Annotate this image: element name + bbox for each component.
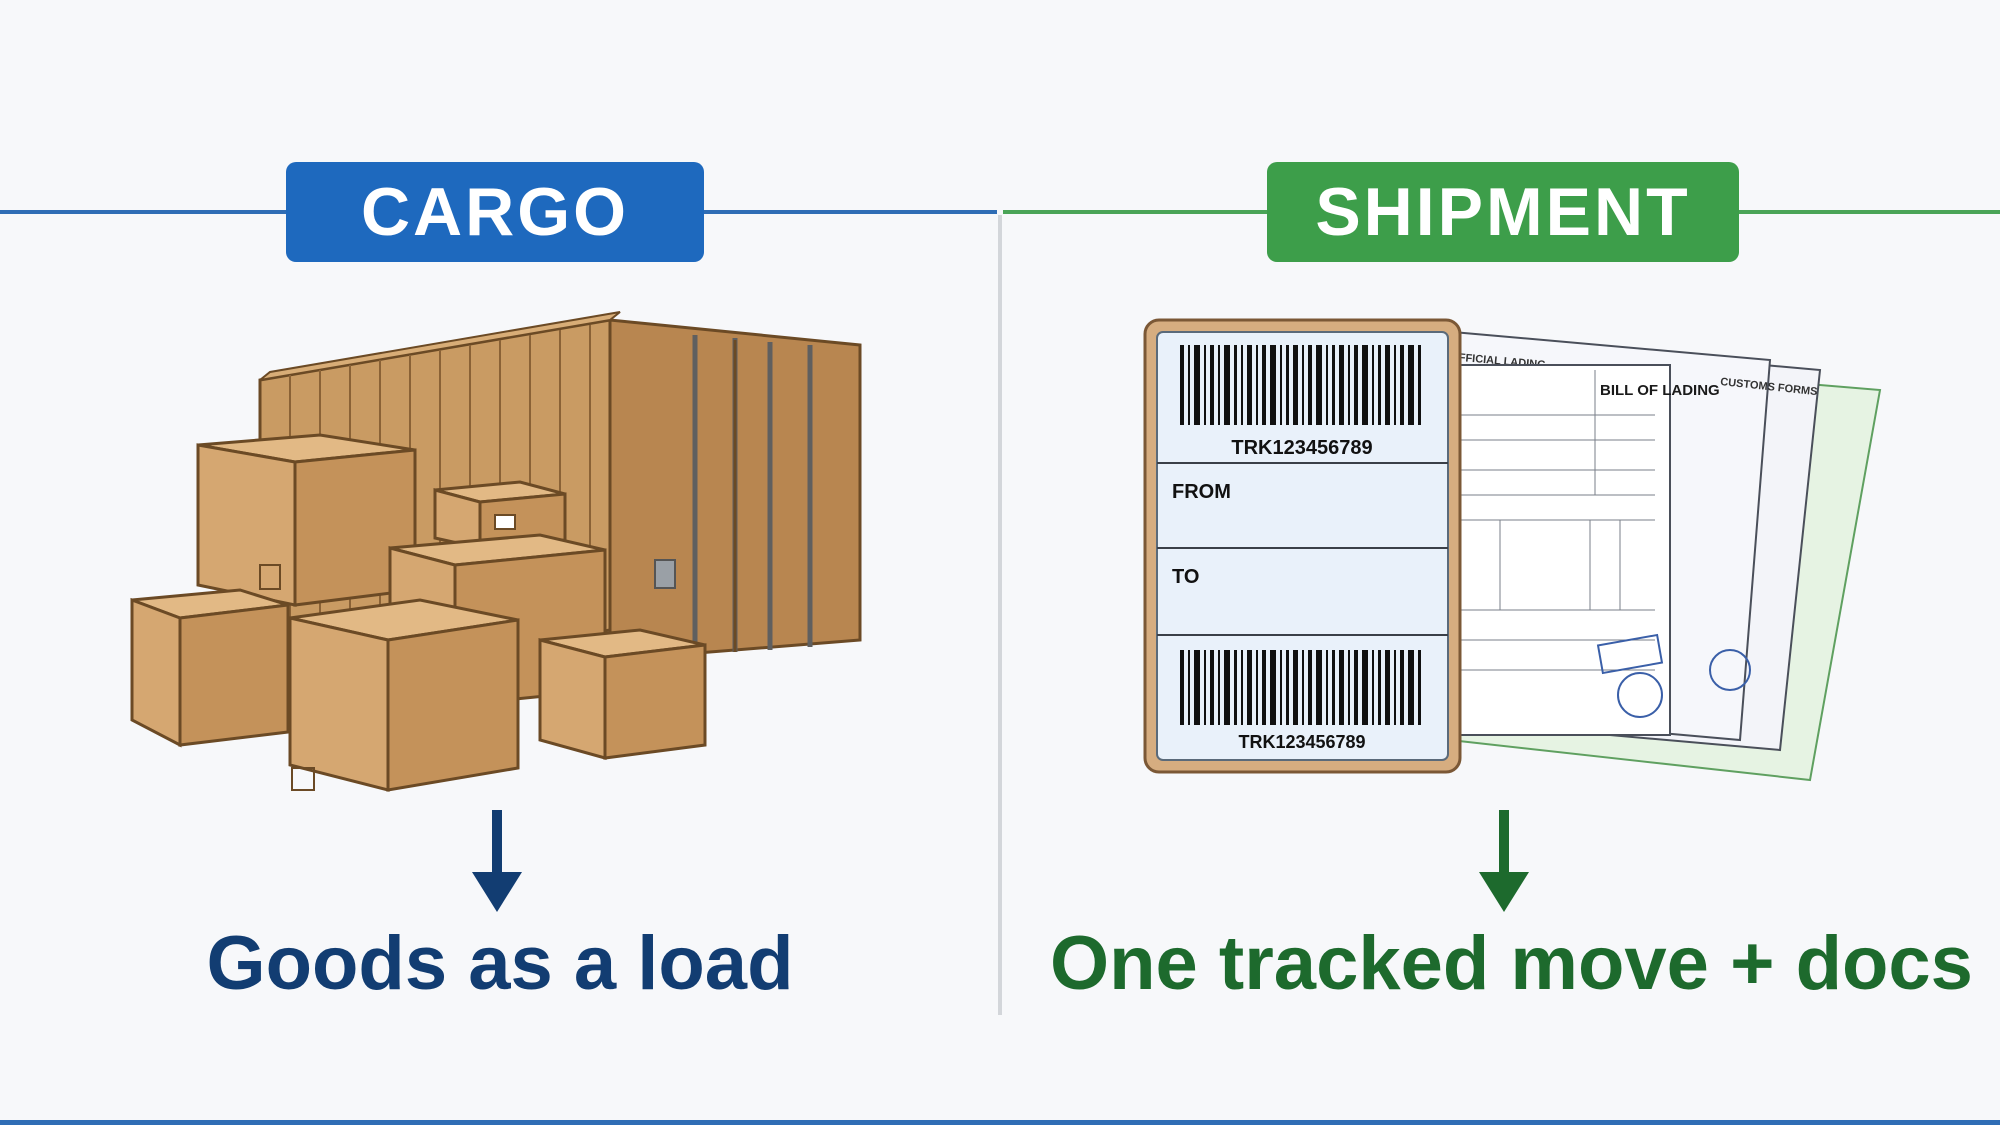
cargo-title-badge: CARGO [286,162,704,262]
shipment-caption: One tracked move + docs [1050,921,1973,1006]
to-label: TO [1172,566,1199,588]
cargo-caption: Goods as a load [206,921,794,1006]
arrow-down-icon [472,810,522,912]
cardboard-box-icon [130,433,707,792]
tracking-number-top: TRK123456789 [1231,437,1372,459]
panel-divider [998,215,1002,1015]
shipment-title-badge: SHIPMENT [1267,162,1739,262]
barcode-icon [1180,345,1421,425]
tracking-number-bottom: TRK123456789 [1238,732,1365,752]
document-icon: OFFICIAL LADING CUSTOMS FORMS BILL OF LA… [1369,328,1882,782]
bottom-bar [0,1120,2000,1125]
bill-of-lading-text: BILL OF LADING [1600,382,1720,399]
cargo-illustration [130,311,862,792]
from-label: FROM [1172,481,1231,503]
shipping-label-icon: TRK123456789 FROM TO TRK123456789 [1143,318,1462,774]
shipment-illustration: OFFICIAL LADING CUSTOMS FORMS BILL OF LA… [1143,318,1882,782]
barcode-icon [1180,650,1421,725]
stamp-icon [1596,633,1751,718]
arrow-down-icon [1479,810,1529,912]
